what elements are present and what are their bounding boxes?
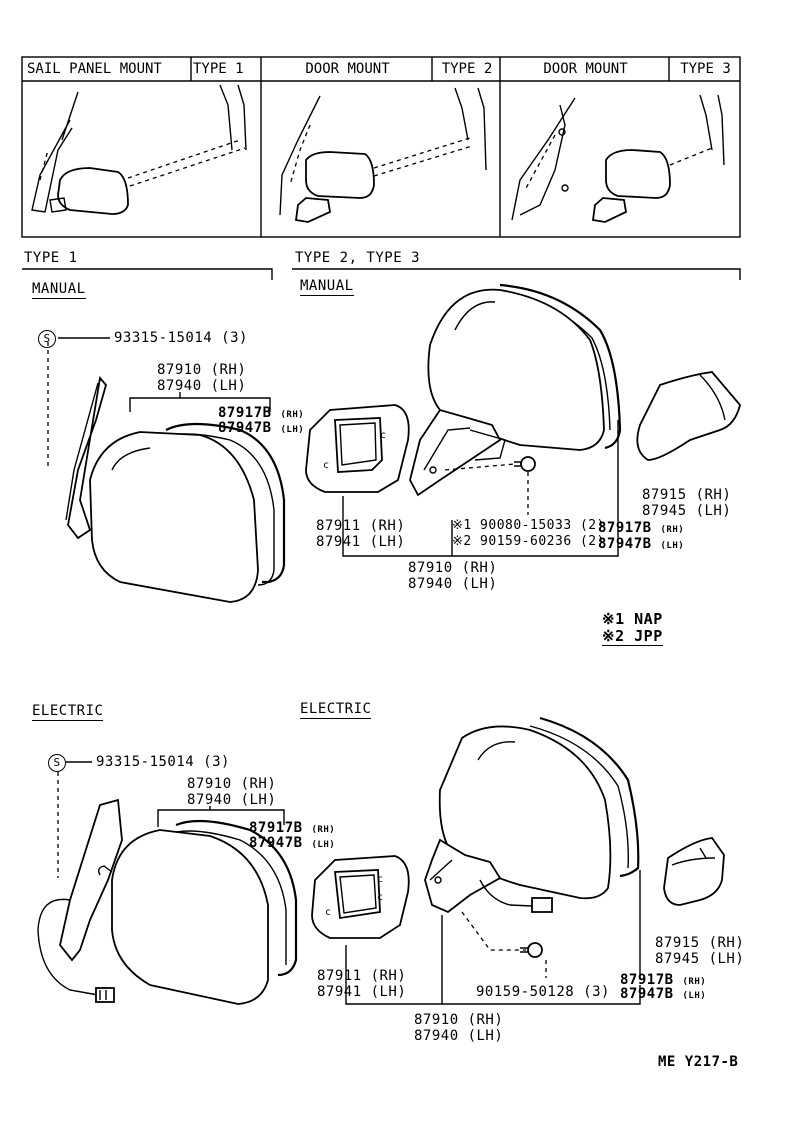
label-electric-type1: ELECTRIC	[32, 703, 104, 721]
t1e-mirror-rh: 87910 (RH)	[187, 776, 277, 792]
section-title-type23: TYPE 2, TYPE 3	[295, 250, 421, 266]
t23m-glass-lh: 87947B (LH)	[598, 536, 684, 554]
part-number: 87947B	[598, 536, 652, 552]
t23m-trim-rh: 87915 (RH)	[642, 487, 732, 503]
note-nap: ※1 NAP	[602, 610, 663, 628]
t23e-screw: 90159-50128 (3)	[476, 984, 610, 1000]
header-type2: TYPE 2	[441, 61, 493, 77]
side-tag: (RH)	[660, 525, 685, 535]
t23m-mirror-lh: 87940 (LH)	[408, 576, 498, 592]
t23m-glass-rh: 87917B (RH)	[598, 520, 684, 538]
t23e-mirror-rh: 87910 (RH)	[414, 1012, 504, 1028]
t1m-mirror-lh: 87940 (LH)	[157, 378, 247, 394]
side-tag: (LH)	[660, 541, 685, 551]
t23m-mirror-rh: 87910 (RH)	[408, 560, 498, 576]
t1m-glass-rh: 87917B (RH)	[218, 405, 304, 423]
svg-text:c: c	[377, 874, 383, 885]
side-tag: (RH)	[682, 977, 707, 987]
header-sail-panel-mount: SAIL PANEL MOUNT	[27, 61, 162, 77]
note-jpp: ※2 JPP	[602, 627, 663, 646]
t23m-screw-jpp: ※2 90159-60236 (2)	[452, 534, 605, 549]
s-mark-icon: S	[38, 330, 56, 348]
type2-mount-sketch	[279, 87, 487, 223]
t23e-cover-rh: 87911 (RH)	[317, 968, 407, 984]
section-title-type1: TYPE 1	[24, 250, 78, 266]
type23-manual-drawing: c c	[305, 283, 741, 557]
type1-mount-sketch	[31, 84, 247, 215]
type3-mount-sketch	[511, 94, 725, 223]
t1e-glass-lh: 87947B (LH)	[249, 835, 335, 853]
header-type3: TYPE 3	[680, 61, 731, 77]
type23-electric-drawing: c c c	[311, 716, 725, 1005]
label-manual-type1: MANUAL	[32, 281, 86, 299]
t23e-trim-lh: 87945 (LH)	[655, 951, 745, 967]
mount-type-table	[21, 56, 741, 238]
diagram-code: ME Y217-B	[658, 1054, 739, 1070]
section-brackets	[22, 268, 741, 280]
side-tag: (RH)	[311, 825, 336, 835]
t1m-screw-part: 93315-15014 (3)	[114, 330, 248, 346]
header-door-mount-2: DOOR MOUNT	[305, 61, 390, 77]
type1-electric-drawing	[37, 761, 298, 1005]
t1e-glass-rh: 87917B (RH)	[249, 820, 335, 838]
part-number: 87947B	[218, 420, 272, 436]
header-door-mount-3: DOOR MOUNT	[543, 61, 628, 77]
part-number: 87917B	[249, 820, 303, 836]
part-number: 87917B	[598, 520, 652, 536]
t23m-trim-lh: 87945 (LH)	[642, 503, 732, 519]
svg-text:c: c	[380, 430, 386, 441]
svg-text:c: c	[377, 892, 383, 903]
t23e-mirror-lh: 87940 (LH)	[414, 1028, 504, 1044]
side-tag: (LH)	[682, 991, 707, 1001]
type1-manual-drawing	[47, 337, 286, 603]
svg-text:c: c	[325, 907, 331, 918]
t23m-cover-rh: 87911 (RH)	[316, 518, 406, 534]
svg-text:c: c	[323, 460, 329, 471]
t23e-trim-rh: 87915 (RH)	[655, 935, 745, 951]
side-tag: (LH)	[311, 840, 336, 850]
t23m-screw-nap: ※1 90080-15033 (2)	[452, 518, 605, 533]
part-number: 87917B	[218, 405, 272, 421]
side-tag: (LH)	[280, 425, 305, 435]
t23e-glass-lh: 87947B (LH)	[620, 986, 706, 1004]
label-manual-type23: MANUAL	[300, 278, 354, 296]
part-number: 87947B	[620, 986, 674, 1002]
side-tag: (RH)	[280, 410, 305, 420]
s-mark-icon: S	[48, 754, 66, 772]
t23e-cover-lh: 87941 (LH)	[317, 984, 407, 1000]
part-number: 87947B	[249, 835, 303, 851]
t1e-mirror-lh: 87940 (LH)	[187, 792, 277, 808]
part-number: 87917B	[620, 972, 674, 988]
label-electric-type23: ELECTRIC	[300, 701, 372, 719]
t1e-screw-part: 93315-15014 (3)	[96, 754, 230, 770]
header-type1: TYPE 1	[193, 61, 244, 77]
t1m-glass-lh: 87947B (LH)	[218, 420, 304, 438]
t23e-glass-rh: 87917B (RH)	[620, 972, 706, 990]
t23m-cover-lh: 87941 (LH)	[316, 534, 406, 550]
t1m-mirror-rh: 87910 (RH)	[157, 362, 247, 378]
